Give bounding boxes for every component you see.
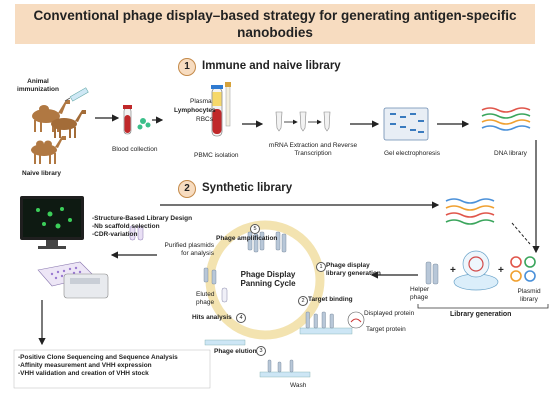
label-lymphocytes: Lymphocytes (174, 107, 216, 114)
pipette-icon (225, 82, 231, 127)
analysis-item: -Positive Clone Sequencing and Sequence … (18, 354, 178, 361)
wash-icon (259, 359, 311, 378)
synthetic-dna-icon (445, 198, 495, 225)
section-title-synthetic: Synthetic library (202, 182, 293, 194)
analysis-box-border (13, 349, 211, 389)
monitor-icon (20, 196, 84, 249)
label-blood-collection: Blood collection (112, 146, 158, 153)
label-rbcs: RBCs (196, 116, 213, 123)
label-phage-elution: Phage elution (214, 348, 257, 355)
plate-reader-icon (63, 273, 109, 299)
label-displayed-protein: Displayed protein (364, 310, 415, 317)
elution-plate-icon (204, 339, 246, 346)
label-mrna-extraction: mRNA Extraction and Reverse Transcriptio… (268, 142, 358, 157)
label-phage-display-library-generation: Phage display library generation (326, 262, 381, 277)
eluted-phage-tube-icon (221, 287, 228, 303)
design-list: -Structure-Based Library Design -Nb scaf… (92, 215, 192, 239)
phage-icon (203, 267, 217, 285)
dashed-arrow-synthetic (511, 222, 531, 245)
step-number-2: 2 (178, 180, 196, 198)
cycle-step-5: 5 (250, 224, 260, 234)
plus-sign: + (498, 265, 504, 276)
dna-library-icon (481, 107, 531, 131)
syringe-icon (64, 87, 89, 102)
plus-sign: + (450, 265, 456, 276)
phage-icon (247, 231, 287, 253)
label-hits-analysis: Hits analysis (192, 314, 232, 321)
label-animal-immunization: Animal immunization (17, 78, 59, 93)
analysis-item: -VHH validation and creation of VHH stoc… (18, 370, 149, 377)
label-phage-amplification: Phage amplification (216, 235, 278, 242)
cycle-step-1: 1 (316, 262, 326, 272)
label-plasma: Plasma (190, 98, 212, 105)
section-title-immune: Immune and naive library (202, 60, 341, 72)
cycle-step-3: 3 (256, 346, 266, 356)
camel-icon (32, 100, 70, 132)
cycle-step-4: 4 (236, 313, 246, 323)
step-number-1: 1 (178, 58, 196, 76)
centrifuge-tube-icon (211, 85, 223, 137)
label-gel-electrophoresis: Gel electrophoresis (384, 150, 440, 157)
panning-cycle-ring (205, 220, 325, 340)
label-purified-plasmids: Purified plasmids for analysis (164, 242, 215, 257)
tube-icon (275, 111, 331, 132)
label-target-binding: Target binding (308, 296, 353, 303)
camel-icon (51, 110, 86, 138)
target-binding-icon (299, 311, 365, 335)
camel-icon (31, 136, 66, 164)
cells-icon (137, 118, 151, 130)
plasmid-icon (510, 256, 536, 282)
page-title: Conventional phage display–based strateg… (33, 8, 517, 40)
label-helper-phage: Helper phage (410, 286, 430, 301)
label-plasmid-library: Plasmid library (517, 288, 541, 303)
gel-icon (383, 107, 429, 141)
design-item: -Nb scaffold selection (92, 223, 160, 230)
label-target-protein: Target protein (366, 326, 406, 333)
tube-icon (129, 225, 144, 241)
label-naive-library: Naive library (22, 170, 62, 177)
cycle-step-2: 2 (298, 296, 308, 306)
phage-icon (425, 261, 439, 285)
title-banner: Conventional phage display–based strateg… (15, 4, 535, 44)
label-pbmc-isolation: PBMC isolation (194, 152, 239, 159)
design-item: -CDR-variation (92, 231, 138, 238)
label-eluted-phage: Eluted phage (196, 291, 215, 306)
petri-dish-icon (453, 250, 499, 291)
label-dna-library: DNA library (494, 150, 527, 157)
blood-tube-icon (123, 105, 132, 135)
design-item: -Structure-Based Library Design (92, 215, 193, 222)
panning-cycle-title: Phage Display Panning Cycle (240, 270, 296, 288)
label-library-generation: Library generation (450, 311, 512, 318)
analysis-list: -Positive Clone Sequencing and Sequence … (18, 354, 178, 378)
analysis-item: -Affinity measurement and VHH expression (18, 362, 152, 369)
library-generation-bracket (417, 304, 549, 309)
label-wash: Wash (290, 382, 307, 389)
